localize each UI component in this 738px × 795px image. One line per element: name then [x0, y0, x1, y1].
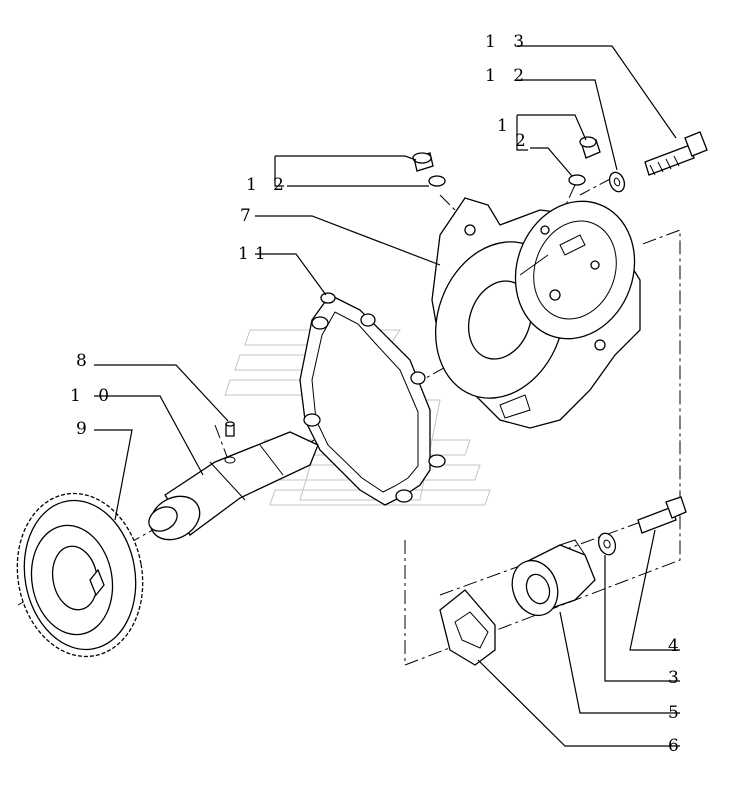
part-2-oring-left: [428, 175, 446, 187]
part-5-coupling: [511, 539, 596, 617]
leader-lines: [94, 45, 680, 747]
label-1-left: 1: [246, 175, 263, 195]
part-labels: 1 3 1 2 1 2 1 2 7 11 8 1 0 9 4 3 5 6: [70, 32, 685, 756]
label-11: 11: [238, 244, 272, 264]
part-4-bolt: [637, 496, 687, 534]
part-12-washer: [608, 171, 626, 193]
label-5: 5: [668, 703, 685, 723]
label-9: 9: [76, 419, 93, 439]
part-3-washer: [597, 532, 617, 556]
label-13: 1 3: [485, 32, 530, 52]
label-2-top: 2: [515, 131, 532, 151]
label-10: 1 0: [70, 386, 115, 406]
label-8: 8: [76, 351, 93, 371]
label-3: 3: [668, 668, 685, 688]
part-6-element: [439, 589, 496, 666]
label-2-left: 2: [273, 175, 290, 195]
part-1-plug-top: [568, 136, 601, 186]
part-13-bolt: [644, 131, 708, 176]
part-8-pin: [225, 421, 235, 437]
part-10-shaft: [148, 431, 319, 541]
label-4: 4: [668, 636, 685, 656]
label-6: 6: [668, 736, 685, 756]
part-7-housing: [431, 197, 641, 429]
part-1-plug-left: [412, 152, 446, 187]
part-2-oring-top: [568, 174, 586, 186]
label-7: 7: [240, 206, 257, 226]
part-11-gasket: [299, 292, 446, 506]
part-9-gear: [16, 492, 144, 658]
label-12: 1 2: [485, 66, 530, 86]
label-1-top: 1: [497, 116, 514, 136]
